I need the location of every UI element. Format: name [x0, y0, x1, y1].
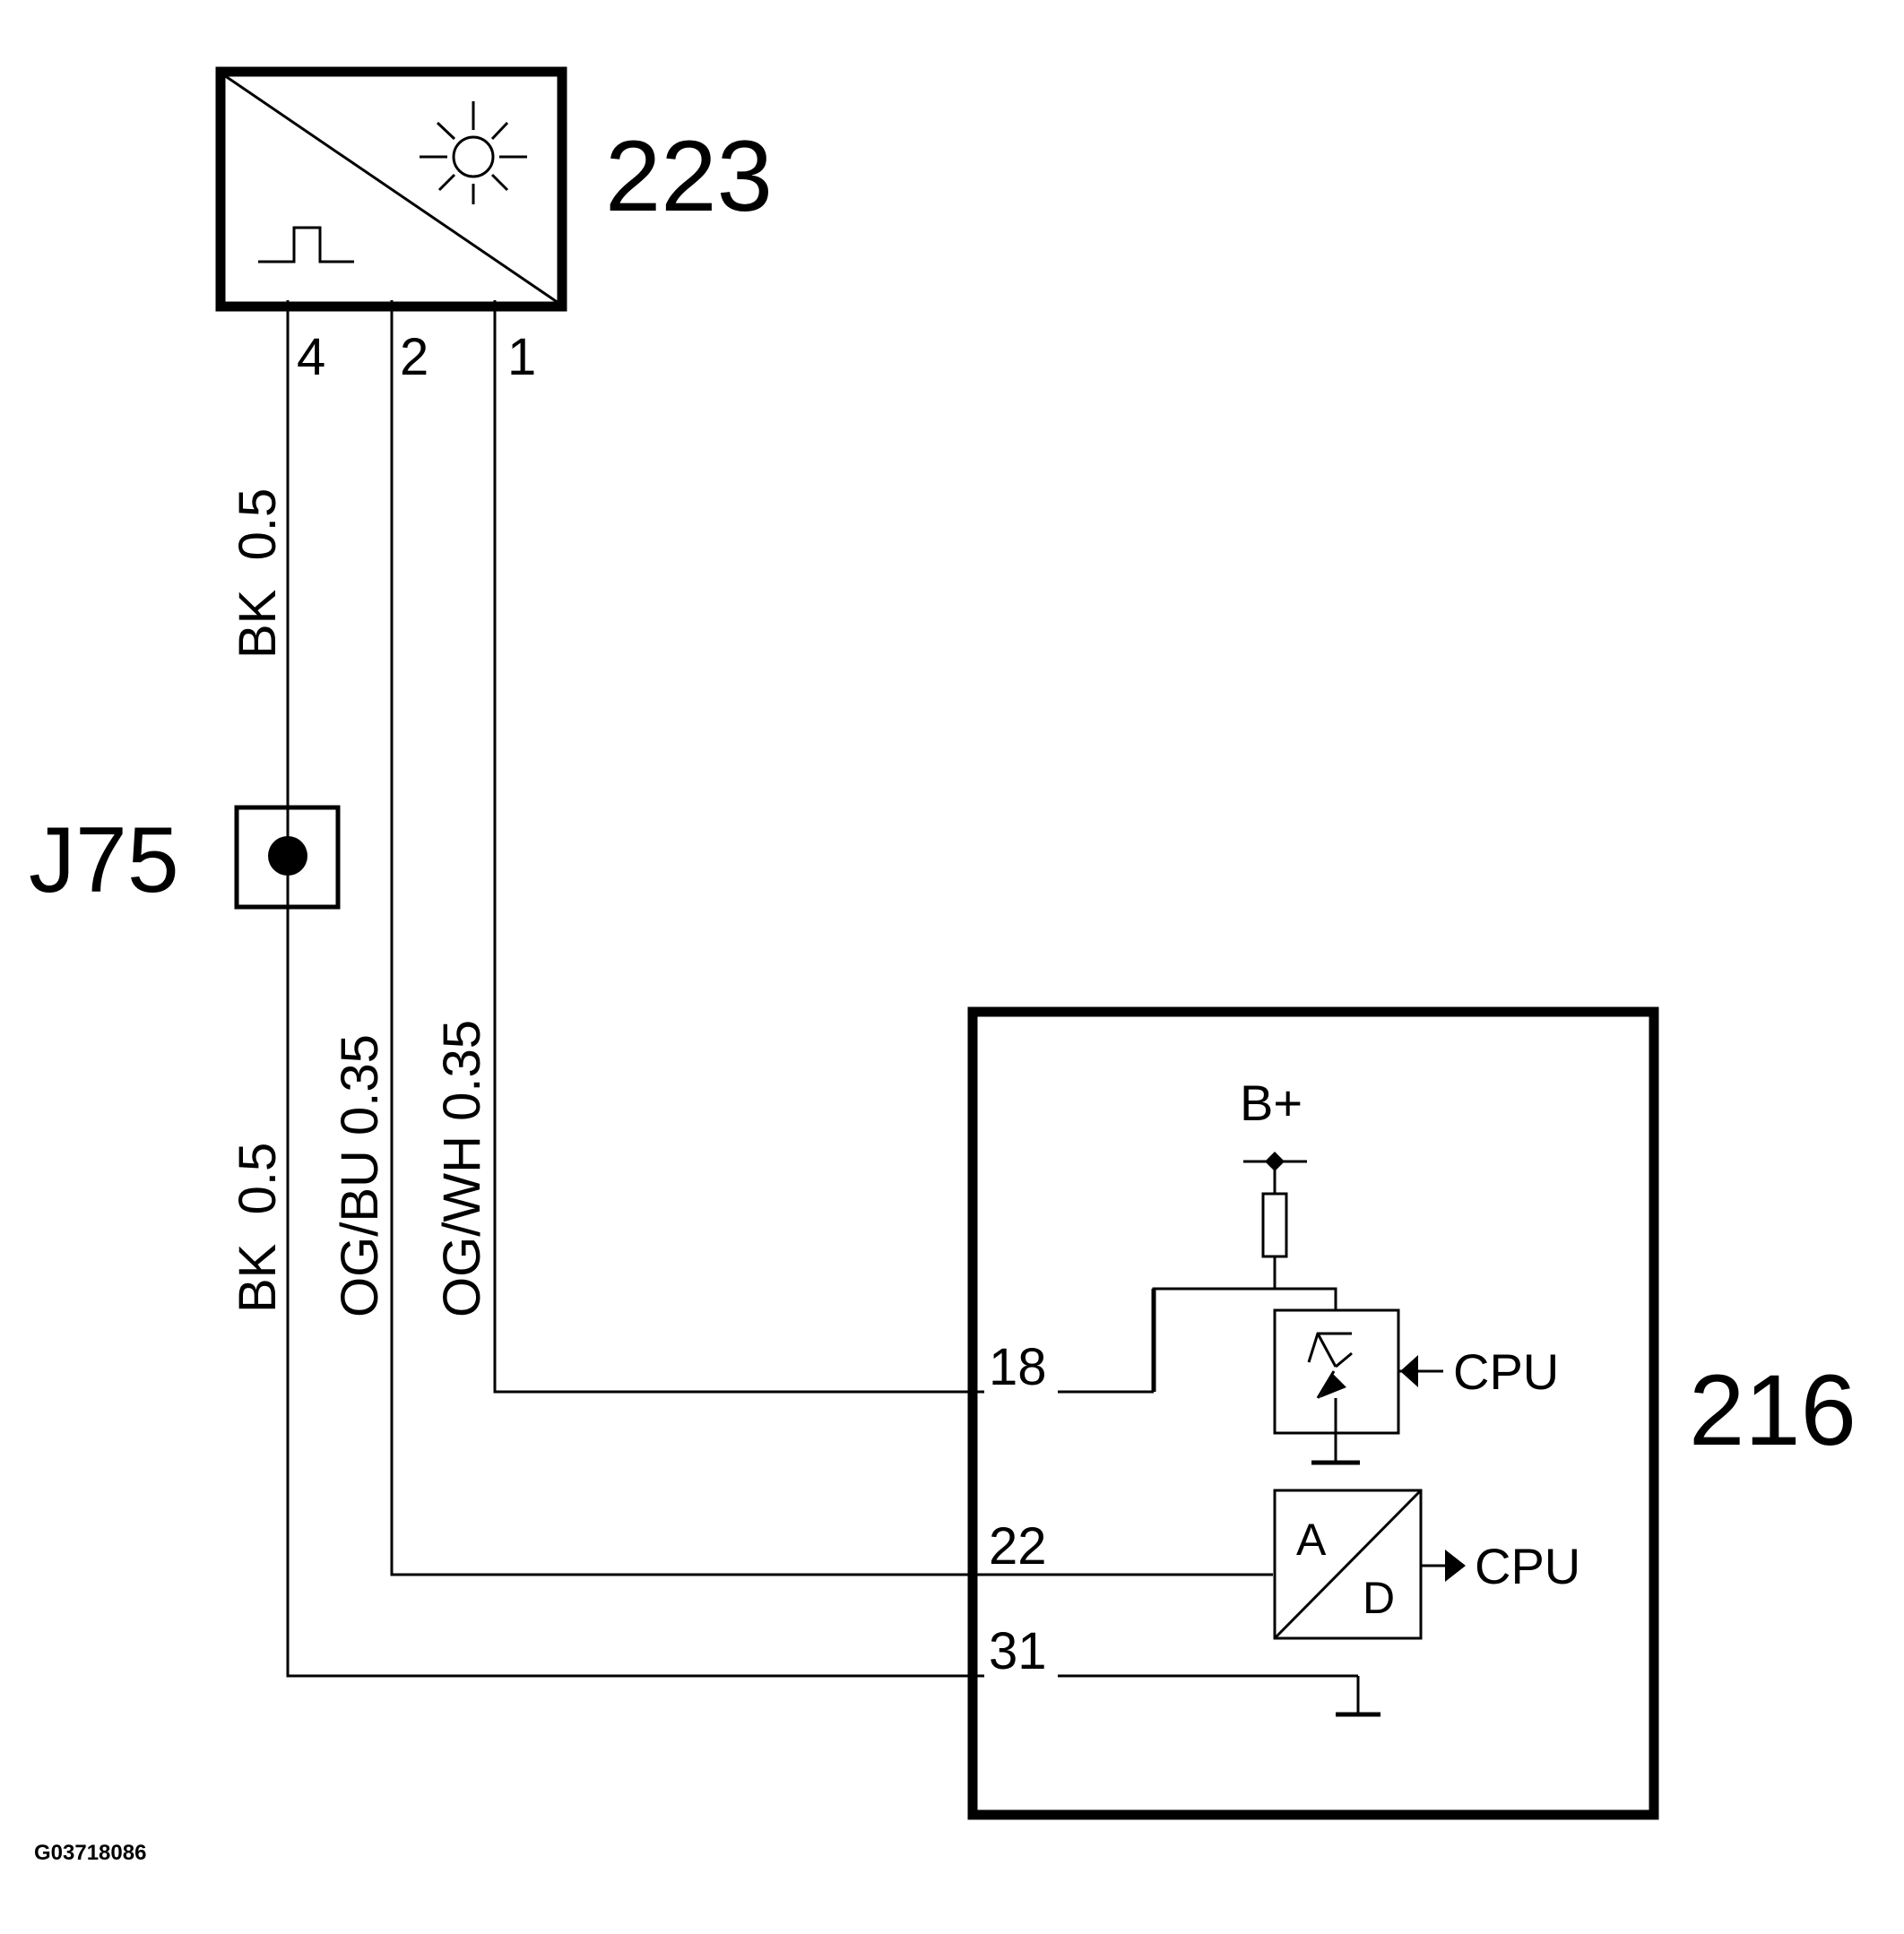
cpu-input-arrow-icon — [1400, 1355, 1418, 1387]
cpu-output-label: CPU — [1475, 1538, 1580, 1594]
sensor-pin-2-label: 2 — [400, 328, 428, 386]
junction-id-label: J75 — [29, 808, 179, 912]
wire-pin1-supply — [493, 300, 984, 1394]
module-id-label: 216 — [1689, 1354, 1856, 1466]
sensor-pin-4-label: 4 — [297, 328, 325, 386]
wires — [286, 300, 1273, 1678]
splice-dot-icon — [268, 836, 307, 876]
wire-pin4-ground — [286, 300, 984, 1678]
module-pin-22-label: 22 — [989, 1517, 1047, 1576]
sensor-id-label: 223 — [605, 120, 773, 232]
wire-label-pin4-lower: BK 0.5 — [229, 1143, 287, 1313]
adc-d-label: D — [1363, 1573, 1395, 1623]
wire-label-pin1: OG/WH 0.35 — [433, 1020, 491, 1317]
module-box — [967, 1006, 1659, 1820]
figure-code: G03718086 — [34, 1841, 146, 1865]
junction-box — [234, 805, 341, 910]
sensor-pin-1-label: 1 — [507, 328, 536, 386]
resistor-icon — [1261, 1192, 1288, 1258]
module-pin-31-label: 31 — [989, 1622, 1047, 1680]
ground-icon — [1336, 1676, 1380, 1717]
sensor-diagonal — [223, 73, 559, 305]
sun-icon — [420, 101, 527, 204]
module-pin-18-label: 18 — [989, 1338, 1047, 1396]
adc-converter: A D — [1273, 1489, 1423, 1640]
wire-pin2-signal — [390, 300, 1273, 1576]
sensor-223: 223 4 2 1 — [215, 66, 773, 386]
adc-a-label: A — [1296, 1515, 1327, 1565]
wire-label-pin4-upper: BK 0.5 — [229, 488, 287, 659]
cpu-output-arrow-icon — [1445, 1550, 1466, 1582]
junction-j75: J75 — [29, 805, 341, 912]
transistor-icon — [1273, 1308, 1400, 1465]
supply-label: B+ — [1240, 1075, 1303, 1131]
pulse-signal-icon — [258, 226, 354, 263]
module-216: 216 18 22 31 B+ CPU — [967, 1006, 1856, 1820]
cpu-input-label: CPU — [1453, 1343, 1559, 1400]
wire-label-pin2: OG/BU 0.35 — [331, 1034, 389, 1317]
